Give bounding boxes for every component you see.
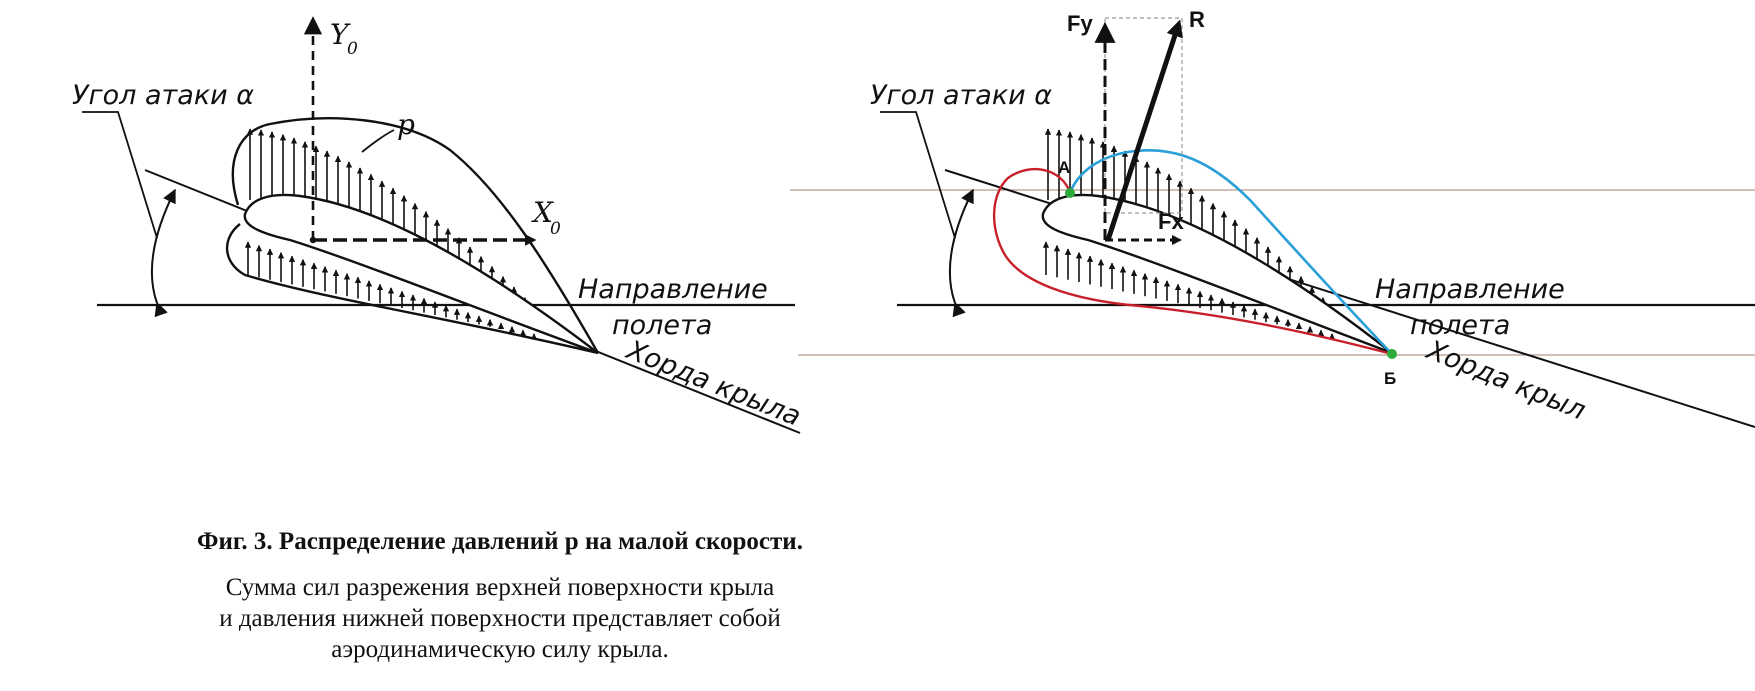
left-pressure-diagram: Y 0 X 0 p Угол атаки α Направление полет… bbox=[72, 16, 806, 434]
chord-label: Хорда крыла bbox=[621, 334, 806, 433]
caption-line-2: и давления нижней поверхности представля… bbox=[219, 605, 781, 632]
resultant-force-r bbox=[1105, 19, 1183, 241]
angle-leader-line-right bbox=[880, 111, 956, 239]
x0-axis-subscript: 0 bbox=[550, 219, 561, 239]
force-parallelogram bbox=[1104, 17, 1183, 214]
pressure-leader-line bbox=[361, 129, 395, 153]
upper-pressure-envelope bbox=[231, 117, 600, 354]
y0-axis-label: Y bbox=[330, 18, 351, 51]
figure-caption-title: Фиг. 3. Распределение давлений p на мало… bbox=[197, 528, 803, 555]
drag-force-label: Fx bbox=[1158, 209, 1184, 234]
flight-direction-label-line2: полета bbox=[612, 310, 712, 341]
angle-of-attack-arc bbox=[150, 188, 176, 318]
flight-direction-label-right-line1: Направление bbox=[1375, 274, 1565, 305]
angle-of-attack-arc-right bbox=[948, 188, 974, 318]
airfoil-profile-right bbox=[1041, 193, 1393, 355]
lower-pressure-envelope bbox=[225, 223, 599, 355]
angle-of-attack-label: Угол атаки α bbox=[72, 80, 254, 111]
point-b bbox=[1387, 349, 1397, 359]
lift-force-label: Fy bbox=[1067, 11, 1093, 36]
angle-of-attack-label-right: Угол атаки α bbox=[870, 80, 1052, 111]
lower-pressure-arrows-right bbox=[1042, 241, 1336, 340]
figure-caption-body: Сумма сил разрежения верхней поверхности… bbox=[0, 572, 1000, 665]
caption-line-3: аэродинамическую силу крыла. bbox=[331, 636, 669, 663]
lower-pressure-arrows bbox=[244, 241, 538, 340]
right-force-diagram: Fy R Fx А Б Угол атаки α Направление пол… bbox=[790, 7, 1755, 428]
upper-pressure-envelope-blue bbox=[1068, 149, 1393, 355]
flight-direction-label-line1: Направление bbox=[578, 274, 768, 305]
caption-line-1: Сумма сил разрежения верхней поверхности… bbox=[225, 574, 775, 601]
lower-pressure-envelope-red bbox=[992, 167, 1393, 356]
point-a bbox=[1065, 188, 1075, 198]
y0-axis-subscript: 0 bbox=[347, 39, 358, 59]
point-b-label: Б bbox=[1384, 369, 1396, 388]
flight-direction-label-right-line2: полета bbox=[1410, 310, 1510, 341]
pressure-label: p bbox=[397, 108, 415, 141]
center-of-pressure bbox=[309, 236, 317, 244]
angle-leader-line bbox=[82, 111, 158, 239]
point-a-label: А bbox=[1058, 158, 1070, 177]
x0-axis-label: X bbox=[531, 196, 554, 229]
resultant-force-label: R bbox=[1189, 7, 1205, 32]
